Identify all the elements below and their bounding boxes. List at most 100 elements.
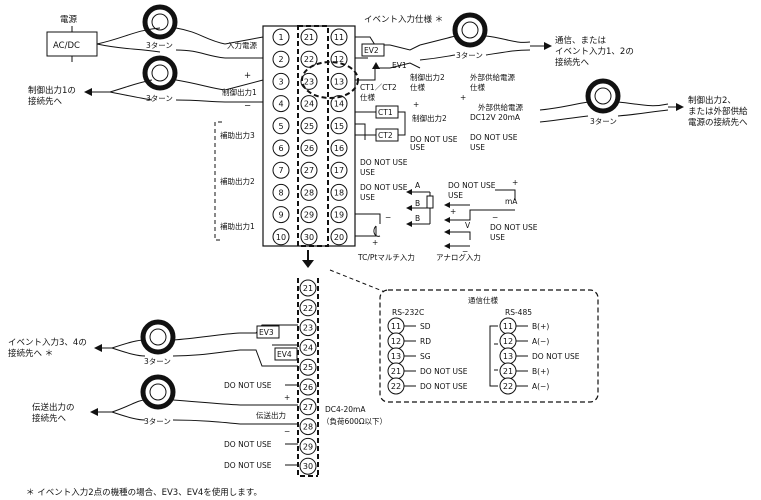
terminal-number: 25: [304, 122, 314, 131]
turns-label: 3ターン: [144, 357, 171, 366]
terminal-circle: [272, 50, 290, 68]
coil-icon: [452, 12, 488, 48]
terminal-number: 6: [278, 144, 283, 153]
svg-text:+: +: [512, 178, 518, 187]
terminal-circle: [299, 378, 317, 396]
svg-text:B: B: [415, 214, 420, 223]
svg-text:USE: USE: [470, 143, 485, 152]
svg-text:仕様: 仕様: [410, 82, 425, 92]
rs485-signal: DO NOT USE: [532, 352, 580, 361]
svg-text:または外部供給: または外部供給: [688, 106, 748, 117]
ctrl-out2: 制御出力2: [412, 113, 447, 123]
arrow-left-icon: [84, 88, 92, 96]
terminal-circle: [299, 437, 317, 455]
terminal-number: 21: [304, 33, 314, 42]
terminal-number: 4: [278, 100, 283, 109]
terminal-circle: [330, 117, 348, 135]
terminal-circle: [300, 95, 318, 113]
svg-text:+: +: [460, 93, 466, 102]
svg-text:A: A: [415, 181, 421, 190]
dc420: DC4-20mA: [325, 405, 366, 414]
terminal-number: 24: [304, 100, 314, 109]
terminal-number: 2: [278, 55, 283, 64]
power-title: 電源: [60, 15, 78, 25]
svg-text:電源の接続先へ: 電源の接続先へ: [688, 117, 748, 128]
terminal-number: 23: [303, 324, 313, 333]
svg-text:EV4: EV4: [277, 350, 292, 359]
terminal-number: 21: [391, 367, 401, 376]
analog-input: アナログ入力: [436, 252, 481, 262]
terminal-number: 17: [334, 166, 344, 175]
terminal-circle: [330, 206, 348, 224]
acdc-box: [46, 31, 98, 57]
svg-text:CT1／CT2: CT1／CT2: [360, 83, 397, 92]
turns-label: 3ターン: [144, 417, 171, 426]
svg-text:V: V: [465, 221, 471, 230]
terminal-circle: [330, 72, 348, 90]
terminal-circle: [299, 418, 317, 436]
terminal-number: 27: [304, 166, 314, 175]
terminal-circle: [272, 117, 290, 135]
rs232c-signal: SD: [420, 322, 431, 331]
svg-text:DO NOT USE: DO NOT USE: [224, 440, 272, 449]
terminal-number: 24: [303, 343, 313, 352]
terminal-number: 5: [278, 122, 283, 131]
coil-icon: [585, 78, 621, 114]
rs485-signal: B(+): [532, 367, 549, 376]
terminal-number: 11: [334, 33, 344, 42]
rs232c-title: RS-232C: [392, 308, 424, 317]
svg-text:mA: mA: [505, 197, 518, 206]
terminal-number: 28: [304, 188, 314, 197]
svg-text:−: −: [244, 101, 251, 111]
terminal-number: 27: [303, 403, 313, 412]
terminal-number: 26: [304, 144, 314, 153]
load600: （負荷600Ω以下）: [322, 416, 387, 426]
terminal-number: 30: [304, 233, 314, 242]
turns-label: 3ターン: [456, 51, 483, 60]
svg-text:USE: USE: [490, 233, 505, 242]
terminal-number: 16: [334, 144, 344, 153]
svg-text:外部供給電源: 外部供給電源: [478, 102, 523, 112]
svg-text:USE: USE: [360, 193, 375, 202]
terminal-number: 21: [303, 284, 313, 293]
terminal-circle: [300, 72, 318, 90]
svg-text:+: +: [372, 238, 378, 247]
svg-text:DO NOT USE: DO NOT USE: [224, 461, 272, 470]
svg-text:+: +: [244, 71, 251, 81]
terminal-circle: [272, 228, 290, 246]
terminal-number: 20: [334, 233, 344, 242]
terminal-number: 8: [278, 188, 283, 197]
svg-text:DO NOT USE: DO NOT USE: [360, 158, 408, 167]
turns-label: 3ターン: [146, 41, 173, 50]
svg-text:CT1: CT1: [378, 108, 393, 117]
arrow-right-icon: [544, 42, 552, 50]
terminal-circle: [300, 228, 318, 246]
footnote: ＊ イベント入力2点の機種の場合、EV3、EV4を使用します。: [26, 487, 262, 498]
label-aux1: 補助出力1: [220, 221, 255, 231]
arrow-left-icon: [94, 344, 102, 352]
terminal-number: 11: [391, 322, 401, 331]
terminal-circle: [330, 28, 348, 46]
rs232c-signal: DO NOT USE: [420, 367, 468, 376]
terminal-number: 12: [503, 337, 513, 346]
terminal-circle: [272, 72, 290, 90]
svg-text:制御出力2、: 制御出力2、: [688, 95, 736, 106]
terminal-circle: [299, 279, 317, 297]
terminal-number: 13: [334, 77, 344, 86]
terminal-circle: [330, 95, 348, 113]
svg-text:接続先へ: 接続先へ: [32, 413, 67, 424]
label-ctrl-out1: 制御出力1: [222, 87, 257, 97]
comm-spec-title: 通信仕様: [468, 295, 498, 305]
svg-text:接続先へ ＊: 接続先へ ＊: [8, 348, 53, 359]
terminal-number: 22: [503, 382, 513, 391]
turns-label: 3ターン: [146, 94, 173, 103]
svg-text:仕様: 仕様: [360, 92, 375, 102]
terminal-number: 9: [278, 211, 283, 220]
terminal-circle: [300, 183, 318, 201]
terminal-number: 29: [304, 211, 314, 220]
rs485-title: RS-485: [505, 308, 532, 317]
svg-text:−: −: [284, 427, 290, 436]
svg-text:仕様: 仕様: [470, 82, 485, 92]
coil-icon: [140, 374, 176, 410]
